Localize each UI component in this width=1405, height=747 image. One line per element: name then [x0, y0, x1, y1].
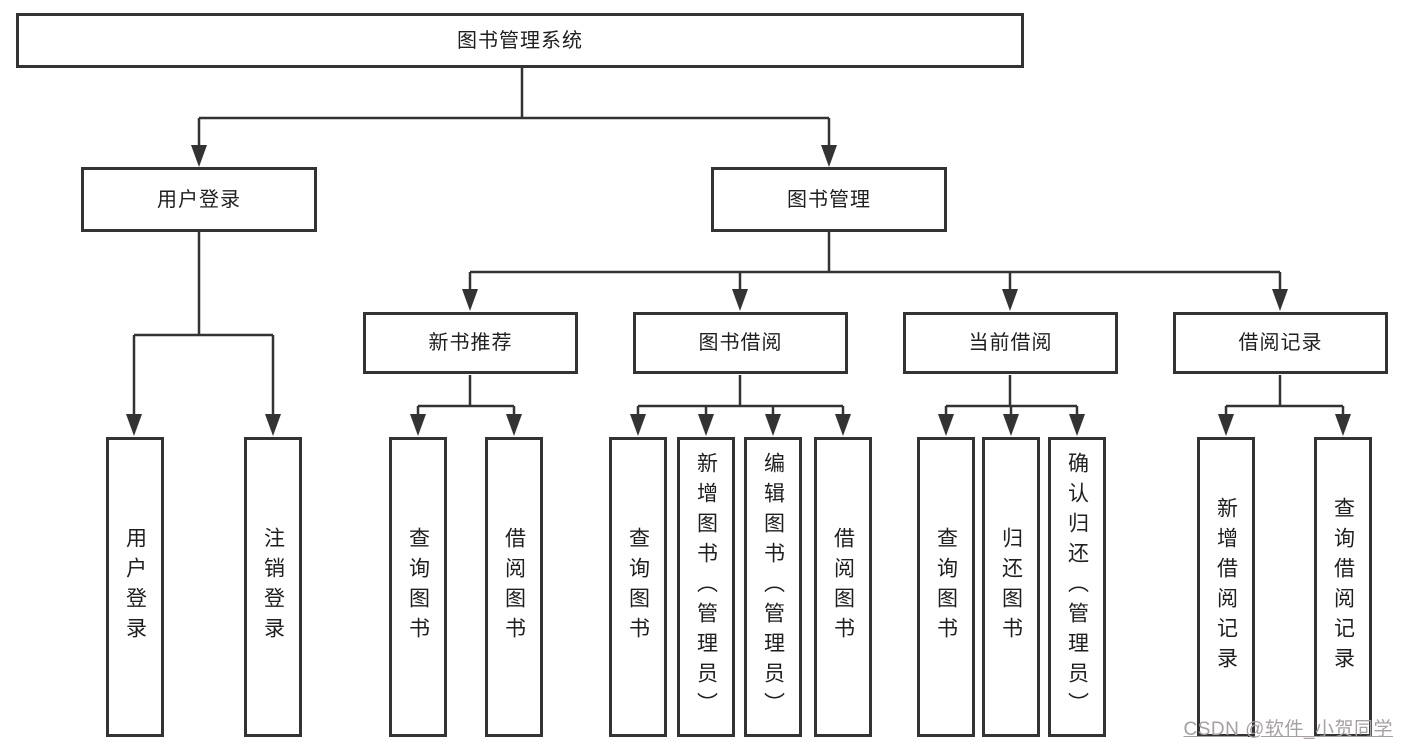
csdn-watermark: CSDN @软件_小贺同学 — [1183, 719, 1393, 740]
node-current-borrow: 当前借阅 — [903, 312, 1118, 374]
node-leaf-query-book-3: 查询图书 — [917, 437, 975, 737]
node-new-book-recommend: 新书推荐 — [363, 312, 578, 374]
node-leaf-user-login: 用户登录 — [106, 437, 164, 737]
node-leaf-add-book-admin: 新增图书（管理员） — [677, 437, 735, 737]
connector-current-borrow-to-children — [938, 375, 1085, 436]
node-leaf-query-book-2: 查询图书 — [609, 437, 667, 737]
node-leaf-return-book: 归还图书 — [982, 437, 1040, 737]
connector-root-to-level2 — [191, 68, 837, 167]
connector-user-login-to-children — [126, 232, 281, 436]
node-user-login: 用户登录 — [81, 167, 317, 232]
node-leaf-borrow-book-2: 借阅图书 — [814, 437, 872, 737]
node-book-borrow: 图书借阅 — [633, 312, 848, 374]
connector-new-book-to-children — [410, 375, 522, 436]
node-leaf-confirm-return-admin: 确认归还（管理员） — [1048, 437, 1106, 737]
node-leaf-query-book-1: 查询图书 — [389, 437, 447, 737]
node-leaf-add-borrow-record: 新增借阅记录 — [1197, 437, 1255, 737]
node-leaf-logout: 注销登录 — [244, 437, 302, 737]
connector-borrow-record-to-children — [1218, 375, 1351, 436]
connector-book-borrow-to-children — [630, 375, 851, 436]
node-leaf-borrow-book-1: 借阅图书 — [485, 437, 543, 737]
connector-book-management-to-level3 — [462, 232, 1288, 311]
node-book-management: 图书管理 — [711, 167, 947, 232]
node-leaf-edit-book-admin: 编辑图书（管理员） — [744, 437, 802, 737]
node-leaf-query-borrow-record: 查询借阅记录 — [1314, 437, 1372, 737]
node-borrow-record: 借阅记录 — [1173, 312, 1388, 374]
node-root-library-system: 图书管理系统 — [16, 13, 1024, 68]
